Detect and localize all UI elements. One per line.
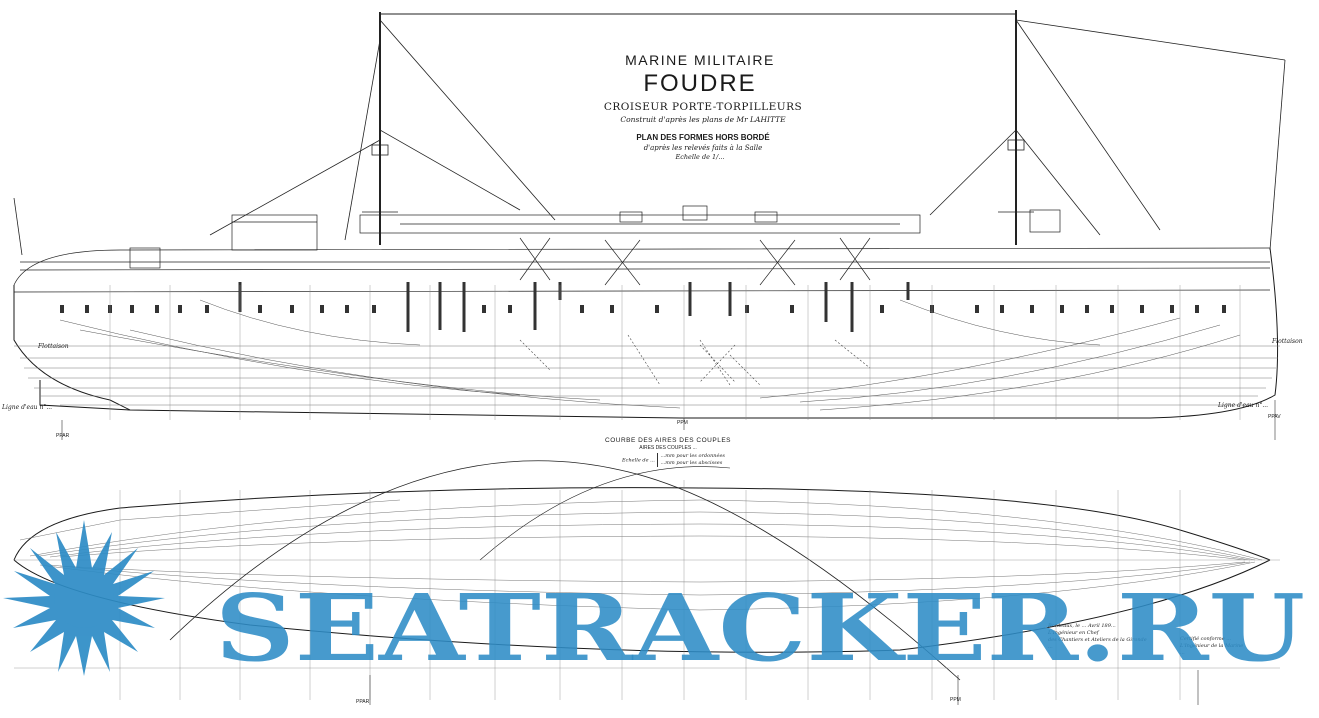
plan-subtitle: d'après les relevés faits à la Salle: [643, 144, 763, 152]
station-fwd-label: PPAV: [1268, 414, 1281, 420]
ship-name: FOUDRE: [643, 70, 757, 97]
plan-scale: Echelle de 1/...: [675, 153, 725, 161]
flottaison-label-right: Flottaison: [1272, 338, 1303, 345]
flottaison-label-left: Flottaison: [38, 343, 69, 350]
waterline-label-left: Ligne d'eau n°...: [2, 404, 53, 411]
signature-block-right: Certifié conforme ... L'Ingénieur de la …: [1180, 636, 1244, 656]
watermark-text: SEATRACKER.RU: [215, 574, 1305, 682]
area-curve-subtitle: AIRES DES COUPLES ...: [639, 445, 697, 451]
area-curve-scale: Echelle de ... ...mm pour les ordonnées …: [622, 453, 725, 467]
signature-block-left: Bordeaux, le ... Avril 189... L'Ingénieu…: [1048, 623, 1147, 650]
station-aft-label: PPAR: [56, 433, 70, 439]
ship-type: CROISEUR PORTE-TORPILLEURS: [603, 101, 803, 113]
organization-title: MARINE MILITAIRE: [625, 52, 775, 68]
station-mid-label: PPM: [677, 420, 688, 426]
plan-title: PLAN DES FORMES HORS BORDÉ: [636, 133, 770, 142]
area-curve-title: COURBE DES AIRES DES COUPLES: [605, 437, 731, 444]
designer-credit: Construit d'après les plans de Mr LAHITT…: [620, 115, 786, 124]
plan-station-aft-label: PPAR: [356, 699, 370, 705]
plan-station-mid-label: PPM: [950, 697, 961, 703]
waterline-label-right: Ligne d'eau n°...: [1218, 402, 1269, 409]
sunburst-logo-icon: [3, 520, 165, 676]
